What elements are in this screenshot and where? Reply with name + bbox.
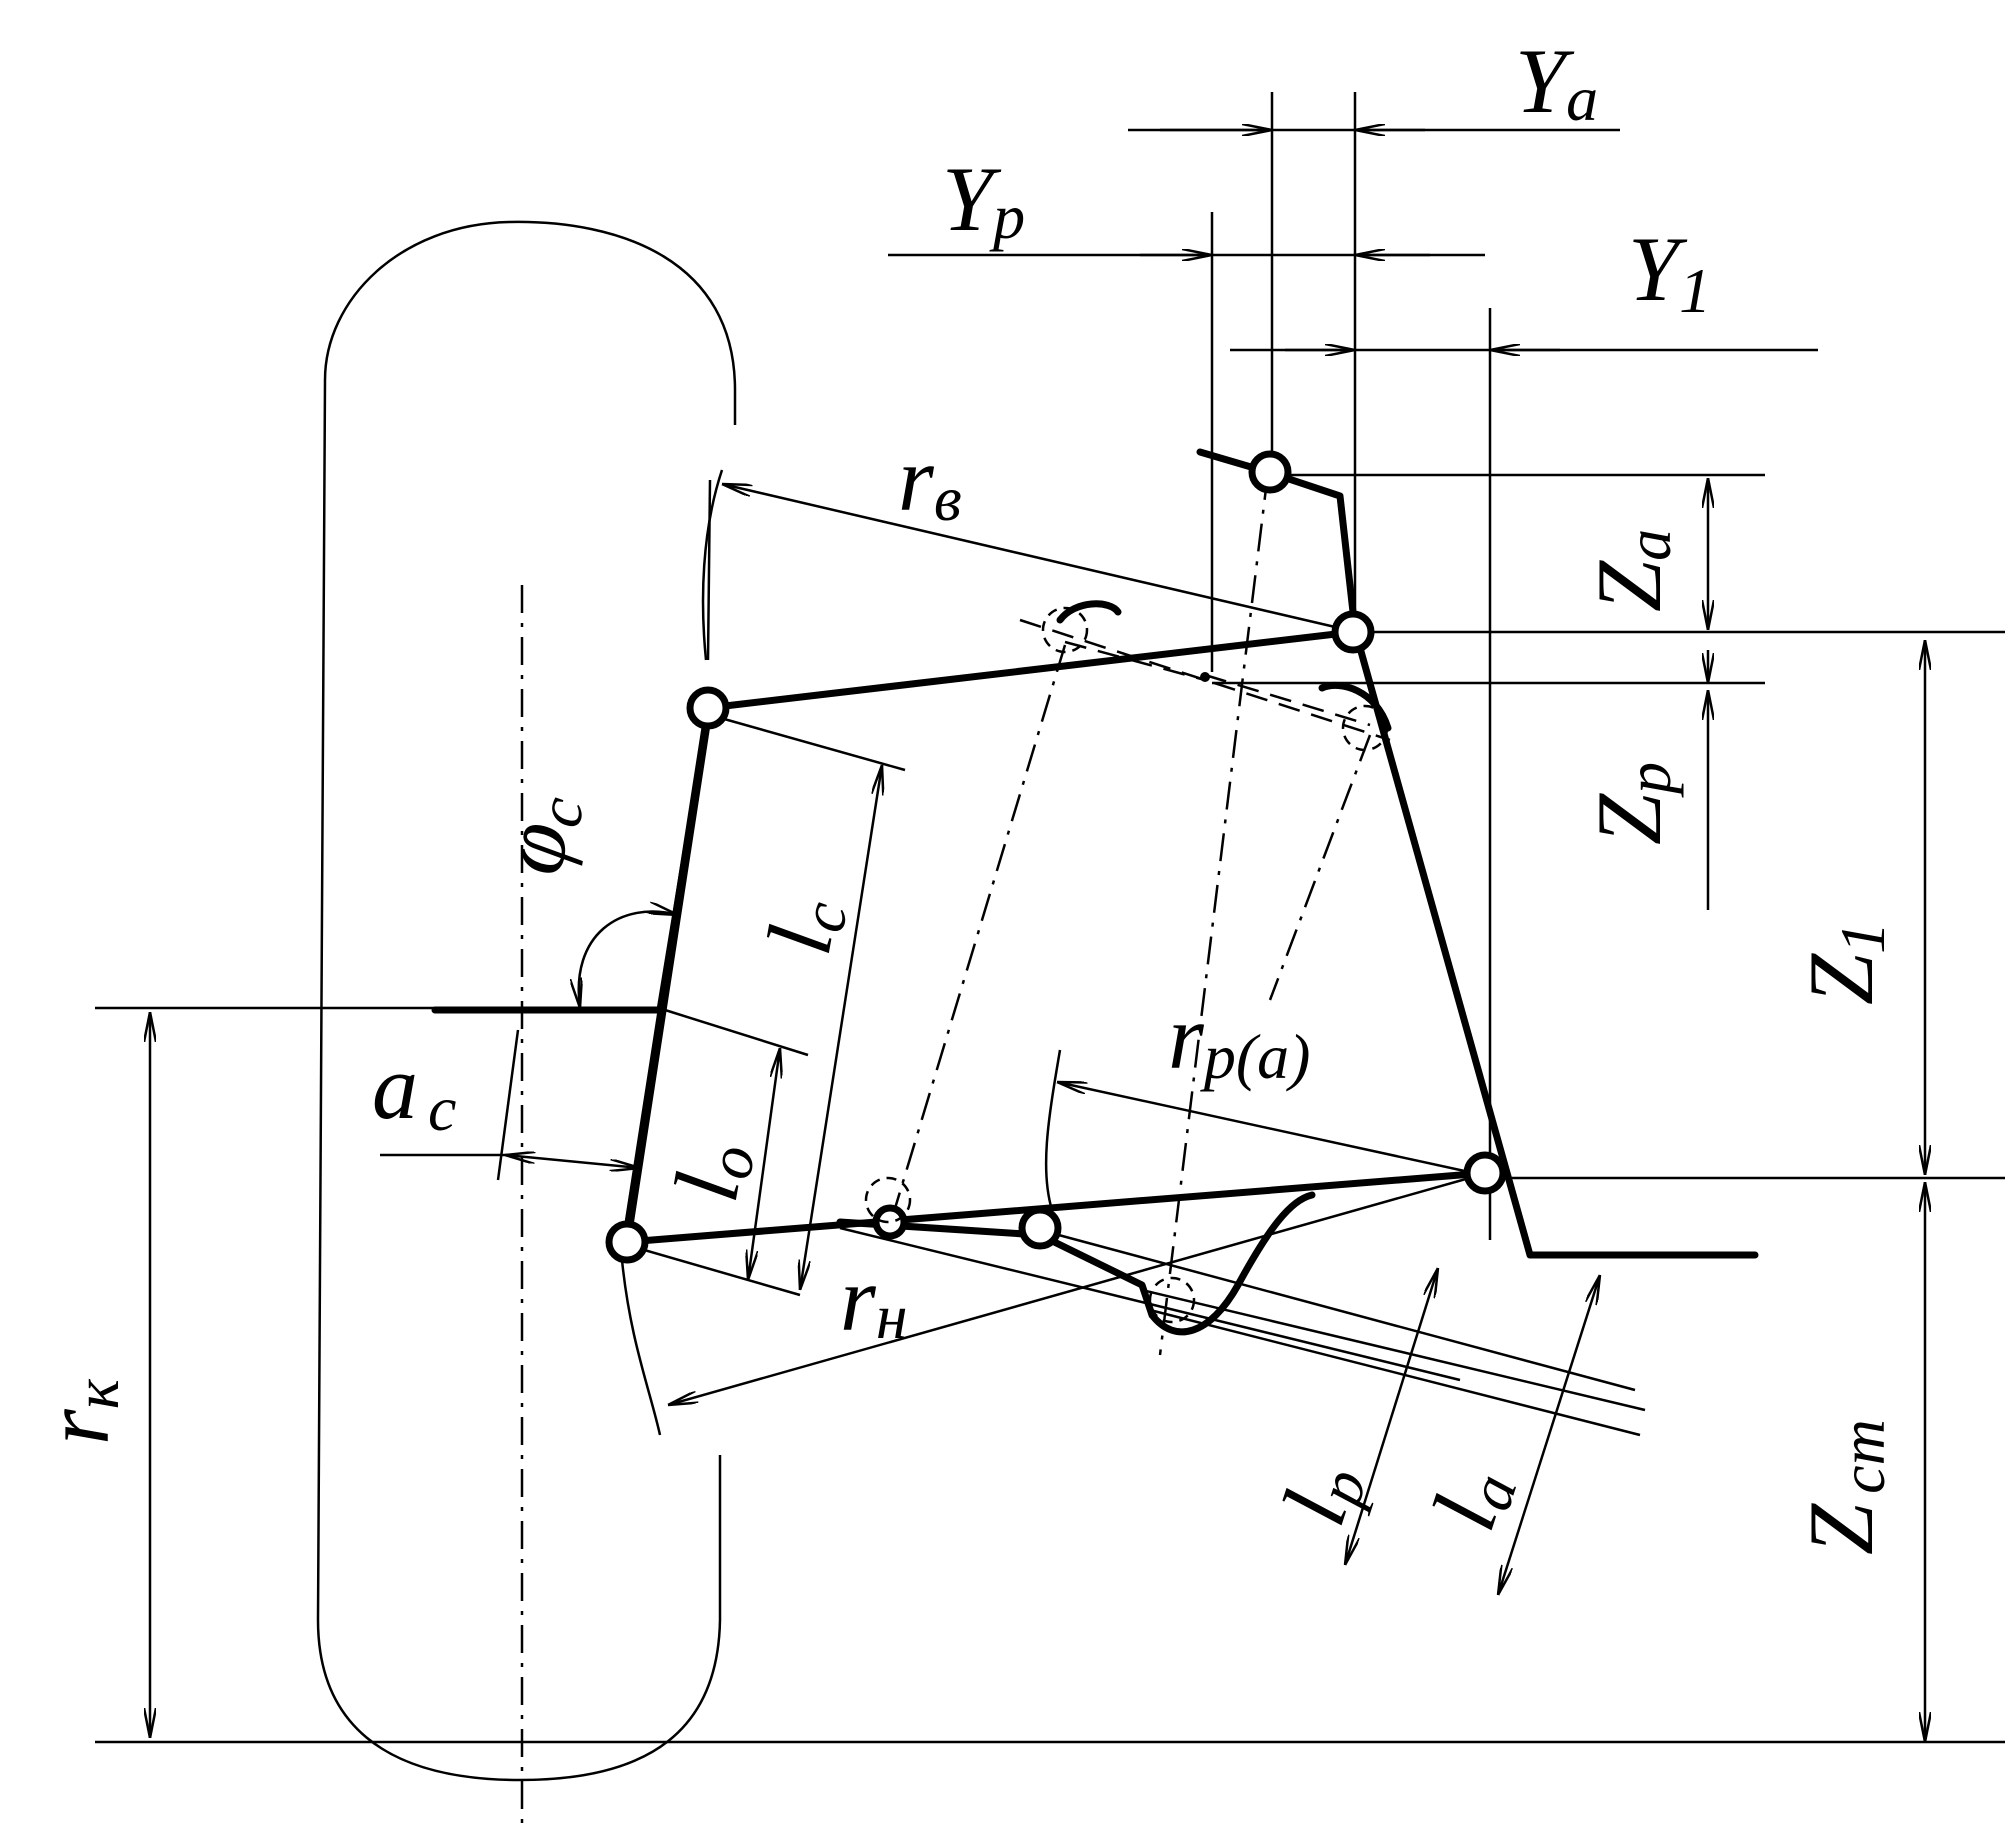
- label-z-p: Zp: [1578, 762, 1684, 845]
- l-p-ext-1: [839, 1226, 1461, 1382]
- construction-line-6: [1064, 640, 1206, 682]
- joint-lower-arm-outer: [605, 1220, 649, 1264]
- construction-line-3: [1268, 734, 1372, 1001]
- lower-arm-bracket: [836, 1218, 1156, 1319]
- label-l-c: lc: [747, 891, 861, 963]
- label-l-a: la: [1412, 1455, 1531, 1543]
- label-y-1: Y1: [1628, 218, 1711, 326]
- l-p-dim: [1345, 1268, 1438, 1565]
- label-l-p: lp: [1262, 1450, 1381, 1538]
- r-v-arc: [701, 469, 724, 661]
- label-z-st: Zcm: [1790, 1419, 1898, 1555]
- label-y-a: Ya: [1515, 30, 1598, 134]
- upper-arm: [704, 628, 1357, 712]
- l-o-ext: [664, 1008, 809, 1057]
- a-c-ext: [496, 1029, 520, 1181]
- joint-ghost-right: [1341, 704, 1389, 752]
- r-n-arc: [620, 1259, 662, 1436]
- joint-lower-arm-left-stop: [872, 1204, 908, 1240]
- l-c-ext-top: [709, 713, 906, 772]
- joint-upper-arm-inner: [1331, 610, 1375, 654]
- construction-line-5: [1204, 673, 1371, 727]
- construction-point: [1200, 672, 1210, 682]
- l-c-dim: [800, 765, 882, 1290]
- construction-line-2: [891, 644, 1067, 1216]
- joint-ghost-lower-left: [864, 1176, 912, 1224]
- phi-c-arc: [579, 912, 678, 1008]
- a-c-dim: [505, 1155, 640, 1168]
- construction-line-1: [1158, 471, 1270, 1356]
- joint-lower-arm-inner: [1463, 1151, 1507, 1195]
- label-r-p-a: rp(a): [1168, 986, 1310, 1092]
- r-v-line: [722, 484, 1349, 632]
- label-y-p: Yp: [942, 148, 1025, 252]
- r-n-line: [668, 1173, 1481, 1405]
- label-z-a: Za: [1578, 529, 1684, 612]
- label-r-k: rк: [26, 1378, 132, 1445]
- label-r-v: rв: [898, 428, 962, 534]
- joint-upper-arm-outer: [686, 686, 730, 730]
- l-c-ext-bottom: [626, 1243, 801, 1297]
- label-phi-c: φc: [479, 786, 597, 883]
- r-p-line: [1057, 1082, 1484, 1177]
- r-v-ext-left: [706, 479, 712, 661]
- joint-upper-body: [1248, 450, 1292, 494]
- lower-stop-bracket: [1148, 1191, 1316, 1336]
- wheel-outline: [316, 220, 737, 1782]
- r-p-arc: [1044, 1049, 1062, 1211]
- l-a-ext-1: [1141, 1288, 1646, 1412]
- upper-stop-top: [1056, 600, 1122, 624]
- label-z-1: Z1: [1790, 922, 1898, 1005]
- l-o-dim: [748, 1048, 780, 1280]
- construction-line-4: [1019, 618, 1391, 742]
- label-l-o: lo: [654, 1134, 768, 1209]
- joint-ghost-lower-mid: [1148, 1276, 1196, 1324]
- joint-ghost-upper: [1041, 606, 1089, 654]
- label-r-n: rн: [840, 1248, 908, 1352]
- joint-lower-arm-mid: [1018, 1206, 1062, 1250]
- l-a-dim: [1498, 1275, 1600, 1595]
